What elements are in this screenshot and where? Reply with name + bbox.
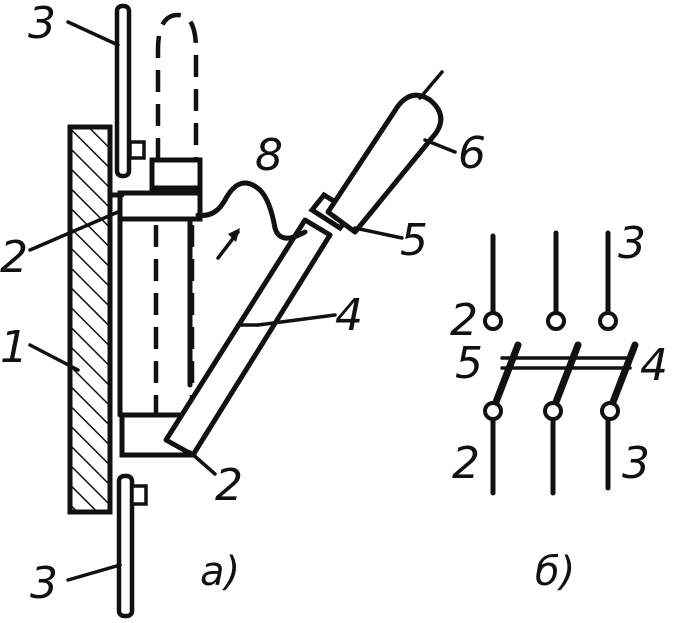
bolt-lower (130, 484, 148, 506)
pole-3-fixed-contact (598, 311, 618, 331)
insulating-base (67, 124, 113, 515)
label-b-bottom-right: 3 (622, 438, 650, 489)
pole-3-blade (609, 341, 639, 406)
label-b-top-left: 2 (450, 295, 478, 346)
blade-open-position (155, 12, 199, 160)
pole-1-fixed-contact (483, 311, 503, 331)
label-handle: 6 (458, 128, 486, 179)
label-terminal-upper: 3 (28, 0, 56, 49)
label-contact-lower: 2 (215, 460, 243, 511)
bolt-upper (128, 140, 146, 160)
label-terminal-lower: 3 (30, 558, 58, 609)
terminal-bar-lower (116, 473, 135, 619)
label-flexible-lead: 8 (255, 130, 283, 181)
pole-1-blade (492, 341, 522, 406)
blade-closed (163, 217, 333, 458)
contact-upper-jaw (149, 157, 203, 191)
handle (325, 92, 444, 235)
label-crossbar: 5 (400, 215, 428, 266)
label-b-top-right: 3 (618, 218, 646, 269)
label-contact-upper: 2 (0, 232, 28, 283)
caption-b: б) (535, 549, 575, 595)
flexible-lead (195, 180, 308, 241)
pole-2-fixed-contact (546, 311, 566, 331)
label-b-mid-left: 5 (455, 338, 483, 389)
figure-a: 3 2 1 8 6 5 4 2 3 а) (0, 0, 486, 619)
pole-2-hinge (543, 401, 563, 421)
pole-2-blade (552, 341, 582, 406)
handle-axis (418, 70, 444, 100)
terminal-bar-upper (114, 3, 132, 179)
pole-1-hinge (483, 401, 503, 421)
current-arrow (228, 228, 240, 242)
label-b-bottom-left: 2 (452, 438, 480, 489)
label-base: 1 (0, 322, 28, 373)
caption-a: а) (200, 549, 240, 595)
label-b-mid-right: 4 (640, 340, 668, 391)
contact-upper (117, 190, 203, 222)
pole-3-hinge (600, 401, 620, 421)
figure-b: 3 2 5 4 2 3 б) (450, 218, 668, 595)
label-blade: 4 (335, 290, 363, 341)
